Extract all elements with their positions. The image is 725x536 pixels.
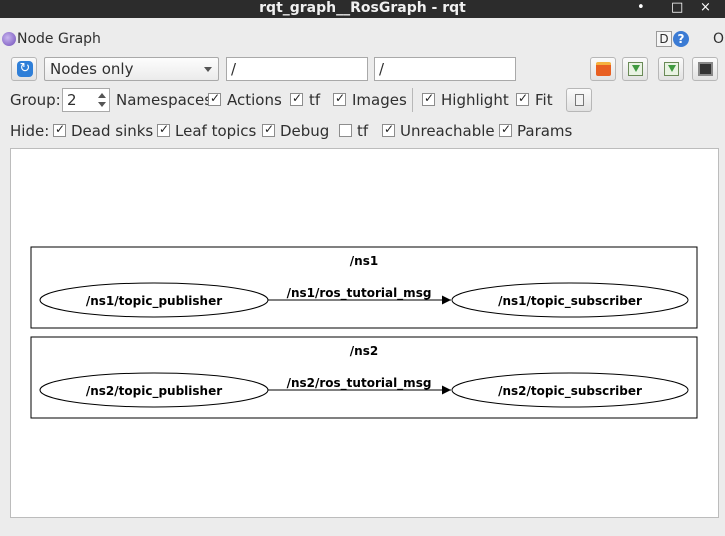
highlight-checkbox[interactable] [422,91,435,106]
dead-sinks-checkbox[interactable] [53,122,66,137]
unreachable-checkbox[interactable] [382,122,395,137]
leaf-topics-label: Leaf topics [175,122,257,140]
include-filter-input[interactable]: / [226,57,368,81]
fit-in-view-button[interactable] [566,88,592,112]
actions-label: Actions [227,91,282,109]
maximize-button[interactable]: □ [671,0,684,15]
save-icon [664,62,679,76]
debug-checkbox[interactable] [262,122,275,137]
minimize-button[interactable]: • [637,0,645,15]
images-checkbox[interactable] [333,91,346,106]
edge-label: /ns2/ros_tutorial_msg [287,376,432,391]
window-titlebar: rqt_graph__RosGraph - rqt • □ × [0,0,725,18]
leaf-topics-checkbox[interactable] [157,122,170,137]
tf-hide-checkbox[interactable] [339,124,352,137]
refresh-button[interactable]: ↻ [11,57,37,81]
graph-canvas[interactable]: /ns1 /ns1/topic_publisher /ns1/ros_tutor… [10,148,719,518]
node-publisher[interactable]: /ns2/topic_publisher [39,372,269,408]
debug-label: Debug [280,122,330,140]
highlight-label: Highlight [441,91,509,109]
graph-mode-value: Nodes only [50,60,134,78]
exclude-filter-input[interactable]: / [374,57,516,81]
dock-close-button[interactable]: O [713,31,725,47]
tf-group-checkbox[interactable] [290,91,303,106]
close-button[interactable]: × [700,0,711,15]
window-title: rqt_graph__RosGraph - rqt [259,0,466,16]
hide-options-row: Hide: Dead sinks Leaf topics Debug tf Un… [0,119,725,141]
node-label: /ns2/topic_publisher [86,384,222,399]
node-label: /ns2/topic_subscriber [498,384,642,399]
save-svg-button[interactable] [658,57,684,81]
node-label: /ns1/topic_publisher [86,294,222,309]
help-button[interactable]: ? [673,31,689,47]
images-label: Images [352,91,407,109]
chevron-down-icon [204,67,212,72]
cluster-label: /ns2 [350,344,378,358]
namespaces-label: Namespaces [116,91,213,109]
folder-icon [596,62,611,76]
dock-d-button[interactable]: D [656,31,672,47]
dock-header: Node Graph D ? O [0,30,725,50]
group-depth-spinbox[interactable]: 2 [62,88,110,112]
tf-hide-label: tf [357,122,369,140]
group-checkboxes: Namespaces Actions tf Images Highlight F… [0,88,725,110]
toolbar-separator [412,88,413,112]
graph-svg[interactable]: /ns1 /ns1/topic_publisher /ns1/ros_tutor… [11,149,718,517]
spin-up-icon[interactable] [98,93,106,98]
fit-view-icon [575,94,584,106]
fit-checkbox[interactable] [516,91,529,106]
load-dot-button[interactable] [590,57,616,81]
group-depth-value: 2 [67,91,77,109]
refresh-icon: ↻ [17,61,33,77]
namespace-cluster[interactable]: /ns1 /ns1/topic_publisher /ns1/ros_tutor… [30,246,698,329]
unreachable-label: Unreachable [400,122,495,140]
image-icon [698,62,713,76]
save-dot-button[interactable] [622,57,648,81]
node-subscriber[interactable]: /ns2/topic_subscriber [451,372,689,408]
group-options-row: Group: [0,88,725,110]
save-image-button[interactable] [692,57,718,81]
params-checkbox[interactable] [499,122,512,137]
cluster-label: /ns1 [350,254,378,268]
hide-label: Hide: [10,122,50,140]
node-subscriber[interactable]: /ns1/topic_subscriber [451,282,689,318]
node-label: /ns1/topic_subscriber [498,294,642,309]
params-label: Params [517,122,573,140]
plugin-icon [2,32,16,46]
node-publisher[interactable]: /ns1/topic_publisher [39,282,269,318]
namespace-cluster[interactable]: /ns2 /ns2/topic_publisher /ns2/ros_tutor… [30,336,698,419]
fit-label: Fit [535,91,553,109]
save-icon [628,62,643,76]
group-label: Group: [10,91,61,109]
topic-edge[interactable]: /ns1/ros_tutorial_msg [268,286,451,305]
dock-title: Node Graph [17,31,101,47]
dead-sinks-label: Dead sinks [71,122,154,140]
topic-edge[interactable]: /ns2/ros_tutorial_msg [268,376,451,395]
edge-label: /ns1/ros_tutorial_msg [287,286,432,301]
graph-mode-select[interactable]: Nodes only [44,57,219,81]
spin-down-icon[interactable] [98,102,106,107]
tf-group-label: tf [309,91,321,109]
actions-checkbox[interactable] [208,91,221,106]
